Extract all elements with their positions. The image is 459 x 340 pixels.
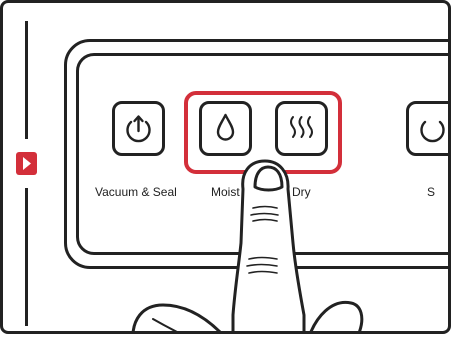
illustration-frame: Vacuum & Seal Moist Dry S bbox=[0, 0, 451, 334]
pressing-finger-icon bbox=[3, 3, 451, 334]
